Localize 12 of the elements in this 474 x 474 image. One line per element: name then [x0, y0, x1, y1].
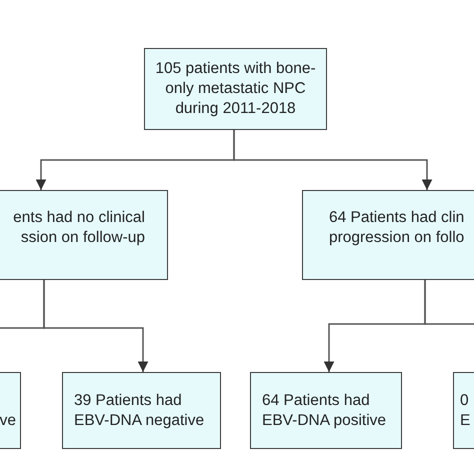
process-box	[250, 372, 402, 449]
process-box	[144, 48, 327, 130]
process-box	[62, 372, 221, 449]
box-text: ve	[0, 410, 16, 430]
box-text: ents had no clinical ssion on follow-up	[12, 208, 145, 248]
box-text: 39 Patients had EBV-DNA negative	[74, 390, 206, 430]
arrow	[43, 280, 148, 372]
box-text: 0 E	[460, 390, 472, 430]
arrow	[233, 130, 432, 190]
box-text: 105 patients with bone-only metastatic NPC during 2011-2018	[154, 59, 317, 119]
box-text: 64 Patients had clin progression on follo	[329, 208, 466, 248]
box-text: 64 Patients had EBV-DNA positive	[262, 390, 388, 430]
